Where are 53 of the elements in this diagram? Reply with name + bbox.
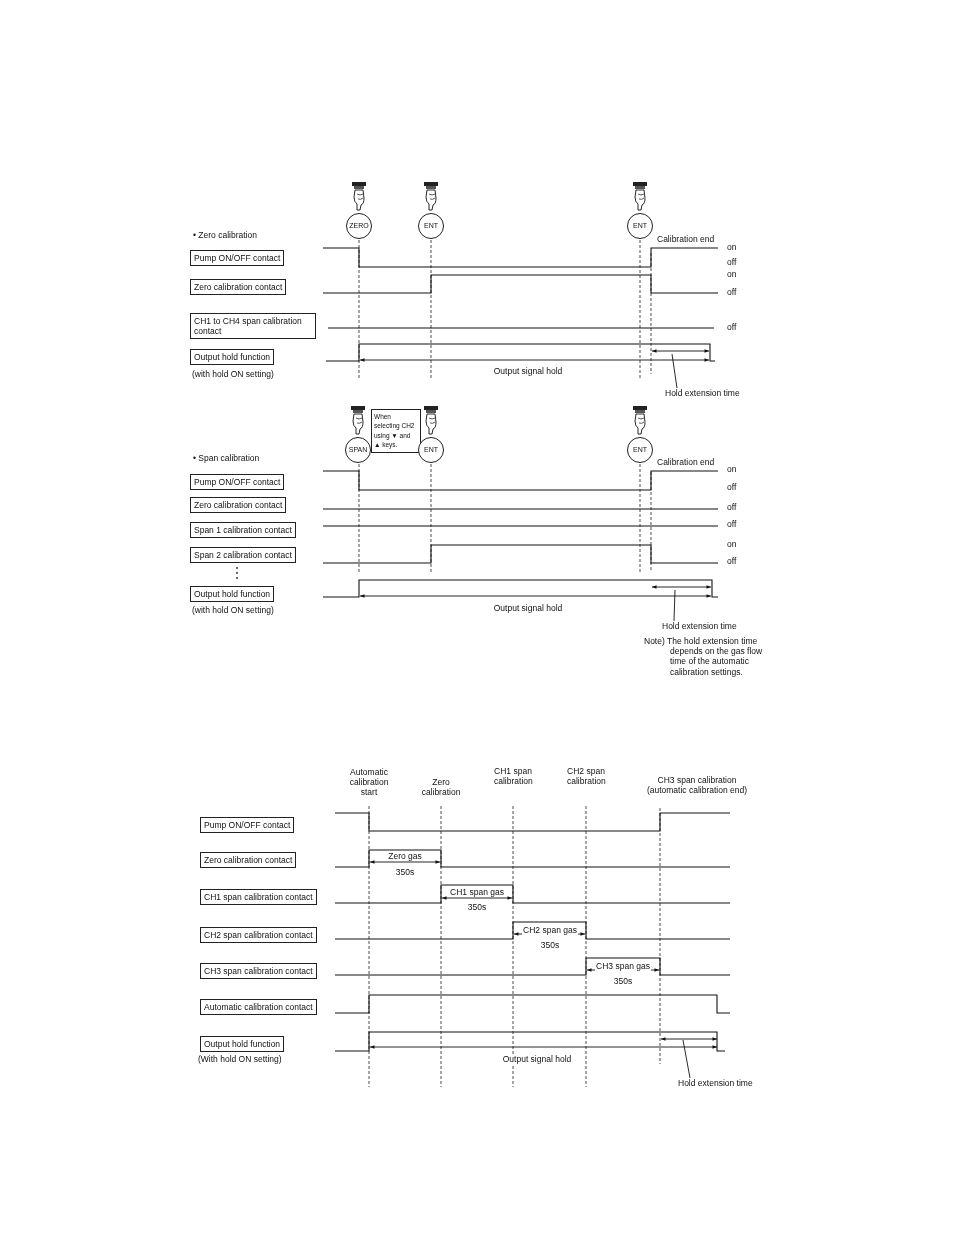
signal-label: 350s	[612, 976, 634, 987]
section-heading: • Zero calibration	[192, 230, 258, 241]
setting-note: (With hold ON setting)	[198, 1054, 282, 1065]
signal-name-box: CH3 span calibration contact	[200, 963, 317, 980]
annotation-text: Hold extension time	[678, 1078, 753, 1089]
signal-name-box: Zero calibration contact	[190, 279, 287, 296]
section-heading: • Span calibration	[192, 453, 261, 464]
annotation-text: Hold extension time	[665, 388, 740, 399]
signal-label: on	[726, 464, 738, 475]
leader-line	[671, 353, 678, 389]
signal-name-box: Pump ON/OFF contact	[200, 817, 295, 834]
signal-name-box: Output hold function	[200, 1036, 285, 1053]
signal-name-box: Automatic calibration contact	[200, 999, 317, 1016]
signal-label: CH3 span gas	[595, 961, 651, 972]
signal-label: 350s	[539, 940, 561, 951]
signal-name-box: Span 1 calibration contact	[190, 522, 296, 539]
signal-name-box: Output hold function	[190, 349, 275, 366]
signal-label: on	[726, 269, 738, 280]
signal-label: CH2 span gas	[522, 925, 578, 936]
signal-label: 350s	[394, 867, 416, 878]
signal-label: Zero gas	[387, 851, 423, 862]
setting-note: (with hold ON setting)	[192, 605, 274, 616]
signal-label: Output signal hold	[501, 1054, 573, 1065]
signal-label: on	[726, 242, 738, 253]
signal-label: off	[726, 257, 738, 268]
signal-label: off	[726, 556, 738, 567]
leader-line	[682, 1039, 691, 1079]
signal-label: CH1 span gas	[449, 887, 505, 898]
signal-name-box: Pump ON/OFF contact	[190, 250, 285, 267]
signal-label: off	[726, 482, 738, 493]
leader-line	[673, 589, 676, 622]
signal-label: off	[726, 502, 738, 513]
signal-label: Calibration end	[656, 234, 716, 245]
signal-name-box: Output hold function	[190, 586, 275, 603]
signal-label: off	[726, 322, 738, 333]
signal-label: Output signal hold	[492, 366, 564, 377]
signal-label: off	[726, 519, 738, 530]
signal-name-box: CH2 span calibration contact	[200, 927, 317, 944]
signal-name-box: Span 2 calibration contact	[190, 547, 296, 564]
signal-label: Output signal hold	[492, 603, 564, 614]
signal-name-box: Zero calibration contact	[200, 852, 297, 869]
step-label: CH2 span calibration	[566, 766, 606, 787]
signal-name-box: CH1 span calibration contact	[200, 889, 317, 906]
signal-name-box: Zero calibration contact	[190, 497, 287, 514]
signal-label: Calibration end	[656, 457, 716, 468]
setting-note: (with hold ON setting)	[192, 369, 274, 380]
signal-name-box: CH1 to CH4 span calibration contact	[190, 313, 316, 340]
signal-label: on	[726, 539, 738, 550]
signal-name-box: Pump ON/OFF contact	[190, 474, 285, 491]
signal-label: 350s	[466, 902, 488, 913]
step-label: CH1 span calibration	[493, 766, 533, 787]
annotation-text: Hold extension time	[662, 621, 737, 632]
signal-label: off	[726, 287, 738, 298]
